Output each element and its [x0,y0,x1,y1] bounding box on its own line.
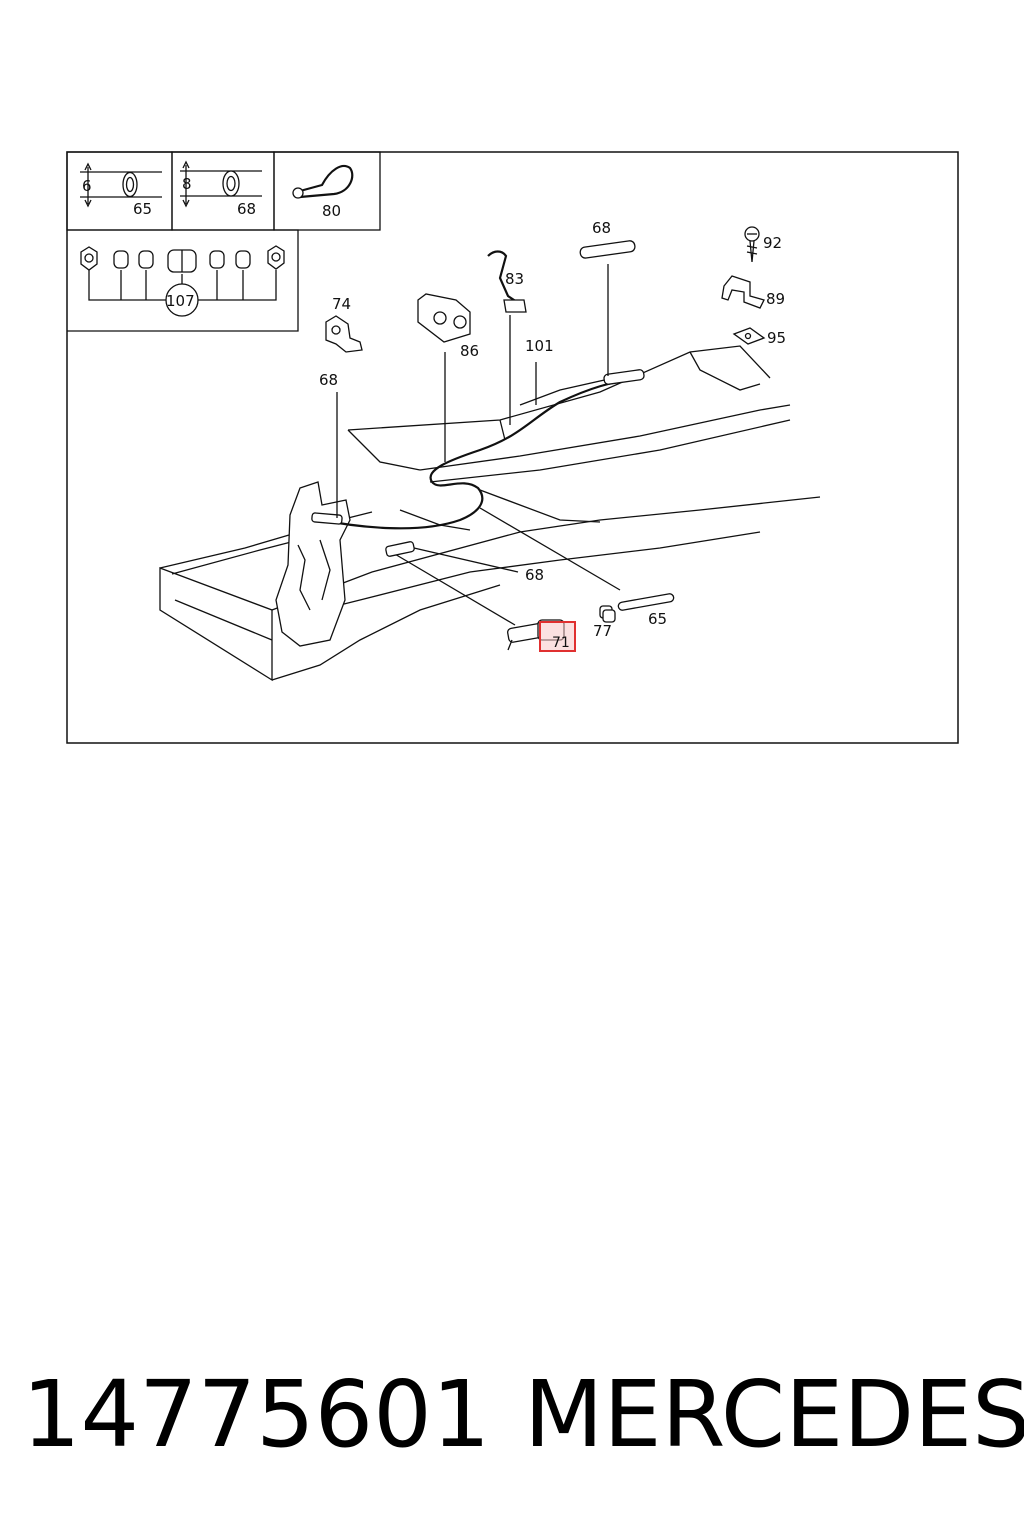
highlight-box-71 [539,621,576,652]
inset-boxes [66,151,381,332]
callout-68-mid: 68 [525,566,544,584]
inset-label-80: 80 [322,202,341,220]
part-clip-74 [325,315,363,353]
inset-cable-tie-80: 80 [292,164,354,220]
part-pin-68-top [579,240,636,259]
callout-71: 71 [552,635,570,651]
circled-label-107 [165,283,199,317]
callout-68-left: 68 [319,371,338,389]
part-cap-77 [599,605,616,623]
callout-65: 65 [648,610,667,628]
part-clip-95 [732,327,766,345]
parts-diagram: 6 65 8 68 80 107 [66,151,959,744]
inset-nut-set-107: 107 [80,245,285,317]
part-bracket-89 [721,275,765,309]
inset-label-65: 65 [133,200,152,218]
inset-label-68: 68 [237,200,256,218]
callout-86: 86 [460,342,479,360]
callout-77: 77 [593,622,612,640]
callout-92: 92 [763,234,782,252]
part-number: 14775601 [22,1361,491,1468]
inset-sleeve-68: 8 68 [180,160,262,218]
inset-dim-6: 6 [82,177,92,195]
part-sleeve-65 [617,593,675,611]
callout-89: 89 [766,290,785,308]
footer: 14775601 MERCEDES [0,1355,1024,1475]
part-screw-92 [744,226,760,263]
callout-95: 95 [767,329,786,347]
leader-lines [336,264,609,573]
callout-labels: 68 92 89 95 83 74 86 101 68 68 77 65 71 [319,219,786,651]
callout-101: 101 [525,337,554,355]
diagram-frame [66,151,959,744]
inset-dim-8: 8 [182,175,192,193]
inset-label-107: 107 [166,292,195,310]
part-strap-83 [487,250,527,313]
callout-74: 74 [332,295,351,313]
inset-sleeve-65: 6 65 [80,162,162,218]
cable-run [311,369,645,626]
callout-68-top: 68 [592,219,611,237]
callout-83: 83 [505,270,524,288]
part-holder-86 [417,293,471,343]
brand-name: MERCEDES [524,1361,1024,1468]
chassis-frame-drawing [159,345,821,682]
